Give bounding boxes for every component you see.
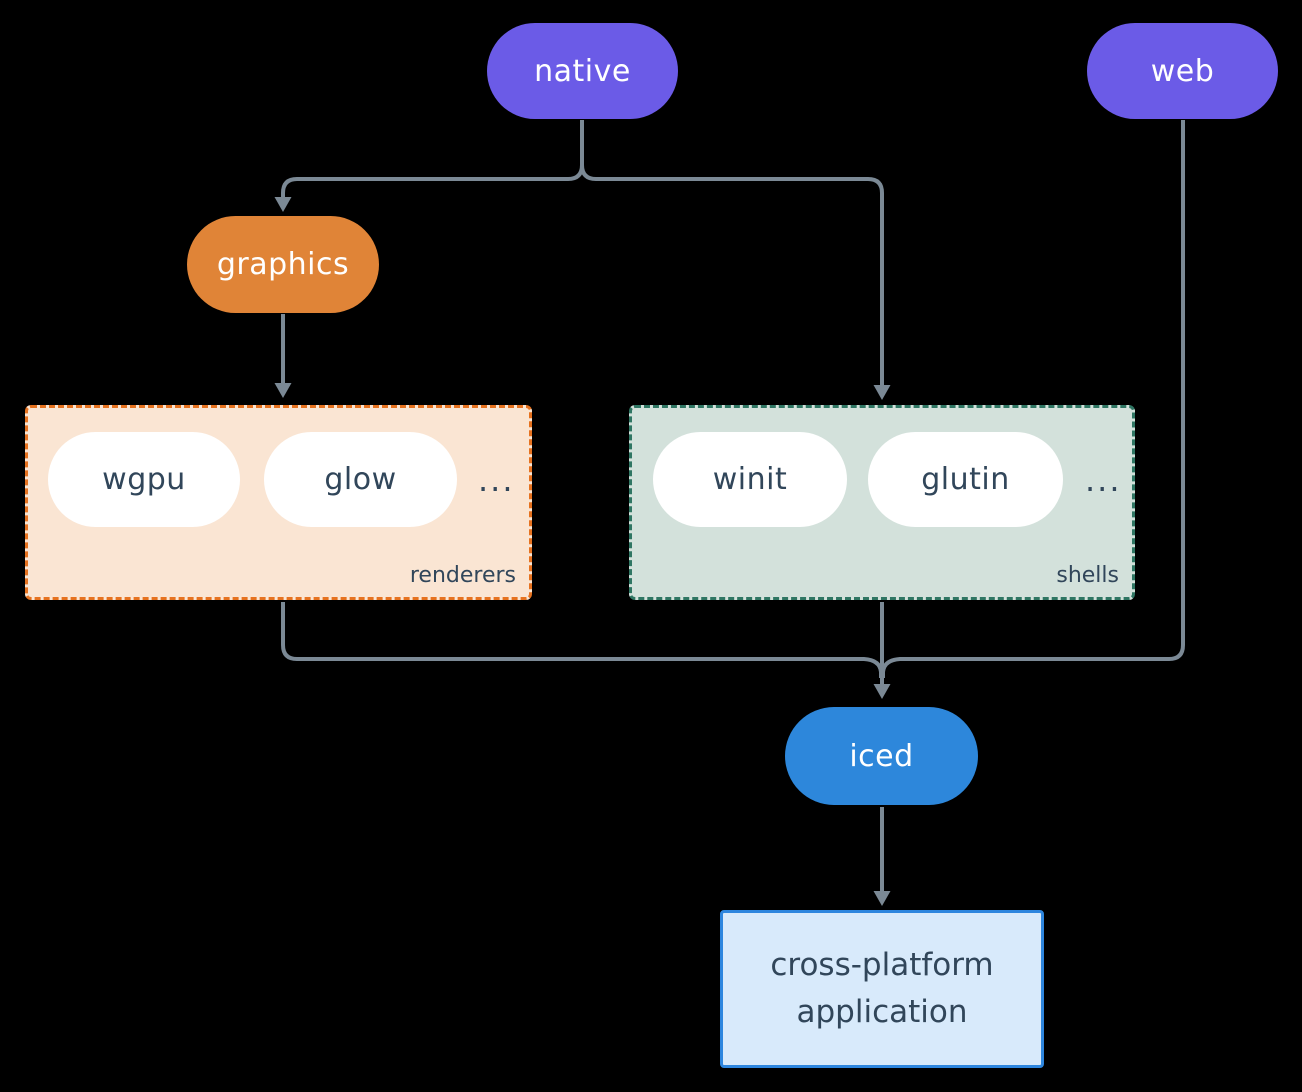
- node-iced-label: iced: [849, 738, 914, 774]
- shells-ellipsis: ...: [1085, 461, 1122, 499]
- node-glutin: glutin: [868, 432, 1063, 527]
- node-wgpu-label: wgpu: [102, 462, 186, 497]
- edge-shells-iced: [873, 602, 891, 699]
- group-renderers: wgpu glow ... renderers: [25, 405, 532, 600]
- edge-graphics-renderers: [274, 314, 292, 398]
- node-glow: glow: [264, 432, 457, 527]
- node-native: native: [487, 23, 678, 119]
- edge-web-iced: [881, 120, 1185, 678]
- edge-native-graphics: [274, 120, 584, 212]
- node-glutin-label: glutin: [921, 462, 1010, 497]
- node-web-label: web: [1150, 53, 1215, 89]
- node-graphics-label: graphics: [216, 247, 350, 282]
- renderers-ellipsis: ...: [478, 461, 515, 499]
- node-winit-label: winit: [712, 462, 788, 497]
- node-wgpu: wgpu: [48, 432, 240, 527]
- node-graphics: graphics: [187, 216, 379, 313]
- group-renderers-label: renderers: [409, 563, 516, 588]
- node-iced: iced: [785, 707, 978, 805]
- group-shells: winit glutin ... shells: [629, 405, 1135, 600]
- group-shells-label: shells: [1056, 563, 1119, 588]
- node-native-label: native: [534, 53, 631, 89]
- app-box-line2: application: [796, 994, 968, 1030]
- edge-iced-application: [873, 807, 891, 906]
- node-winit: winit: [653, 432, 847, 527]
- edge-renderers-iced: [281, 602, 883, 678]
- node-cross-platform-application: cross-platform application: [720, 910, 1044, 1068]
- edge-native-shells: [580, 120, 891, 400]
- node-web: web: [1087, 23, 1278, 119]
- app-box-line1: cross-platform: [770, 947, 994, 983]
- node-glow-label: glow: [324, 462, 397, 497]
